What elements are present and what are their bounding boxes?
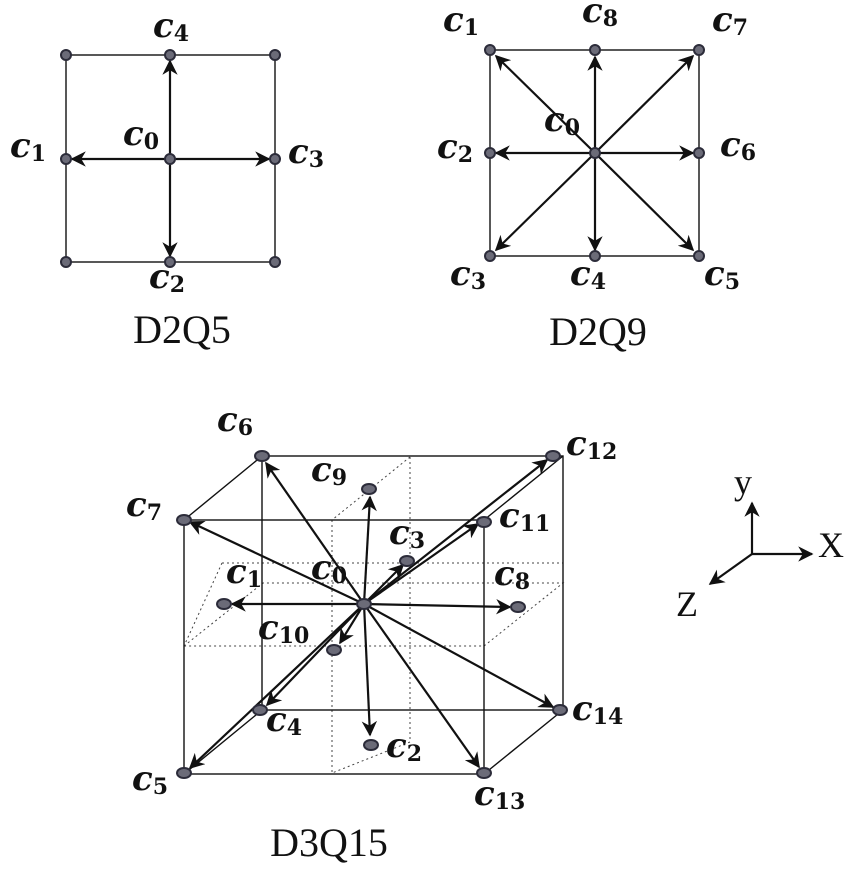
d3q15-arrow-c10: [339, 603, 365, 645]
d3q15-node: [361, 483, 377, 495]
d2q5-node: [269, 256, 281, 268]
d3q15-arrow-c6: [265, 461, 365, 605]
d2q5-node: [60, 49, 72, 61]
d2q5-label-c3: c3: [288, 132, 324, 173]
d2q5-labels: c4 c0 c1 c3 c2: [10, 6, 324, 298]
d2q9-label-c8: c8: [582, 0, 618, 32]
d3q15-node: [552, 704, 568, 716]
d3q15-label-c2: c2: [386, 726, 422, 767]
d3q15-arrow-c5: [188, 603, 365, 770]
d3q15-node: [476, 516, 492, 528]
d3q15-label-c14: c14: [572, 689, 623, 730]
d2q5-node: [164, 256, 176, 268]
d3q15-arrows: [188, 459, 555, 770]
d2q9-node: [589, 44, 601, 56]
d2q9-arrows: [494, 54, 695, 252]
d2q5-diagram: c4 c0 c1 c3 c2 D2Q5: [10, 6, 324, 352]
d2q5-label-c2: c2: [149, 257, 185, 298]
d3q15-arrow-c7: [188, 520, 365, 605]
d3q15-node: [399, 555, 415, 567]
d3q15-diagram: c6 c9 c12 c7 c11 c3 c0 c1 c8 c10 c4 c14 …: [126, 400, 623, 865]
d2q5-label-c4: c4: [153, 6, 189, 47]
d3q15-label-c3: c3: [389, 513, 425, 554]
d2q9-arrow-c1: [494, 54, 596, 154]
d2q9-node: [484, 147, 496, 159]
d3q15-arrow-c8: [363, 599, 512, 615]
d2q9-nodes: [484, 44, 705, 262]
d2q9-node: [693, 147, 705, 159]
d3q15-arrow-c14: [363, 603, 555, 708]
d3q15-node: [326, 644, 342, 656]
z-axis-arrow: [708, 553, 753, 585]
d3q15-label-c0: c0: [311, 548, 347, 589]
d2q9-label-c3: c3: [450, 254, 486, 295]
d2q5-node: [60, 153, 72, 165]
d2q5-arrows: [70, 59, 271, 258]
d2q9-node: [589, 250, 601, 262]
d2q9-arrow-c3: [494, 152, 596, 252]
d3q15-label-c5: c5: [132, 759, 168, 800]
d3q15-node: [176, 767, 192, 779]
d2q5-node: [60, 256, 72, 268]
d3q15-nodes: [176, 450, 568, 779]
x-axis-label: X: [818, 525, 844, 565]
d3q15-label-c6: c6: [217, 400, 253, 441]
d2q9-arrow-c5: [594, 152, 695, 252]
d2q9-node: [693, 250, 705, 262]
d3q15-arrow-c11: [363, 523, 480, 605]
d3q15-node: [476, 767, 492, 779]
d2q5-label-c1: c1: [10, 126, 46, 167]
d3q15-arrow-c9: [361, 495, 377, 605]
d3q15-arrow-c4: [265, 603, 365, 707]
d3q15-label-c4: c4: [266, 700, 302, 741]
d2q5-node: [164, 153, 176, 165]
d3q15-node: [363, 739, 379, 751]
d3q15-node: [176, 514, 192, 526]
d3q15-node: [510, 601, 526, 613]
d3q15-label-c10: c10: [258, 608, 309, 649]
d3q15-arrow-c2: [361, 603, 378, 737]
d2q5-nodes: [60, 49, 281, 268]
d2q5-title: D2Q5: [133, 307, 231, 352]
d2q5-label-c0: c0: [123, 114, 159, 155]
d2q9-label-c6: c6: [720, 125, 756, 166]
d2q9-label-c1: c1: [443, 0, 479, 41]
y-axis-label: y: [734, 462, 752, 502]
d2q9-node: [589, 147, 601, 159]
d3q15-node: [252, 704, 268, 716]
d2q9-title: D2Q9: [549, 309, 647, 354]
d3q15-label-c9: c9: [311, 450, 347, 491]
d3q15-label-c7: c7: [126, 485, 162, 526]
d3q15-title: D3Q15: [270, 820, 388, 865]
d3q15-label-c13: c13: [474, 774, 525, 815]
d2q5-node: [269, 49, 281, 61]
d2q5-node: [164, 49, 176, 61]
d3q15-node: [545, 450, 561, 462]
d2q9-labels: c1 c8 c7 c0 c2 c6 c3 c4 c5: [437, 0, 756, 295]
d2q5-node: [269, 153, 281, 165]
d2q9-label-c5: c5: [704, 254, 740, 295]
d2q9-node: [693, 44, 705, 56]
d3q15-node: [356, 598, 372, 610]
d2q9-node: [484, 250, 496, 262]
d3q15-label-c12: c12: [566, 424, 617, 465]
d2q9-label-c2: c2: [437, 127, 473, 168]
d3q15-label-c1: c1: [226, 552, 262, 593]
d3q15-node: [254, 450, 270, 462]
d3q15-label-c11: c11: [499, 496, 550, 537]
d2q9-label-c0: c0: [544, 100, 580, 141]
d3q15-arrow-c13: [363, 603, 480, 769]
d3q15-label-c8: c8: [494, 554, 530, 595]
d2q9-label-c4: c4: [570, 254, 606, 295]
d3q15-arrow-c3: [363, 563, 405, 605]
axis-triad: y X Z: [676, 462, 844, 624]
d3q15-labels: c6 c9 c12 c7 c11 c3 c0 c1 c8 c10 c4 c14 …: [126, 400, 623, 815]
d3q15-node: [216, 598, 232, 610]
d2q9-label-c7: c7: [712, 0, 748, 41]
d2q9-arrow-c7: [594, 54, 695, 154]
z-axis-label: Z: [676, 584, 698, 624]
d2q9-diagram: c1 c8 c7 c0 c2 c6 c3 c4 c5 D2Q9: [437, 0, 756, 354]
d2q9-node: [484, 44, 496, 56]
